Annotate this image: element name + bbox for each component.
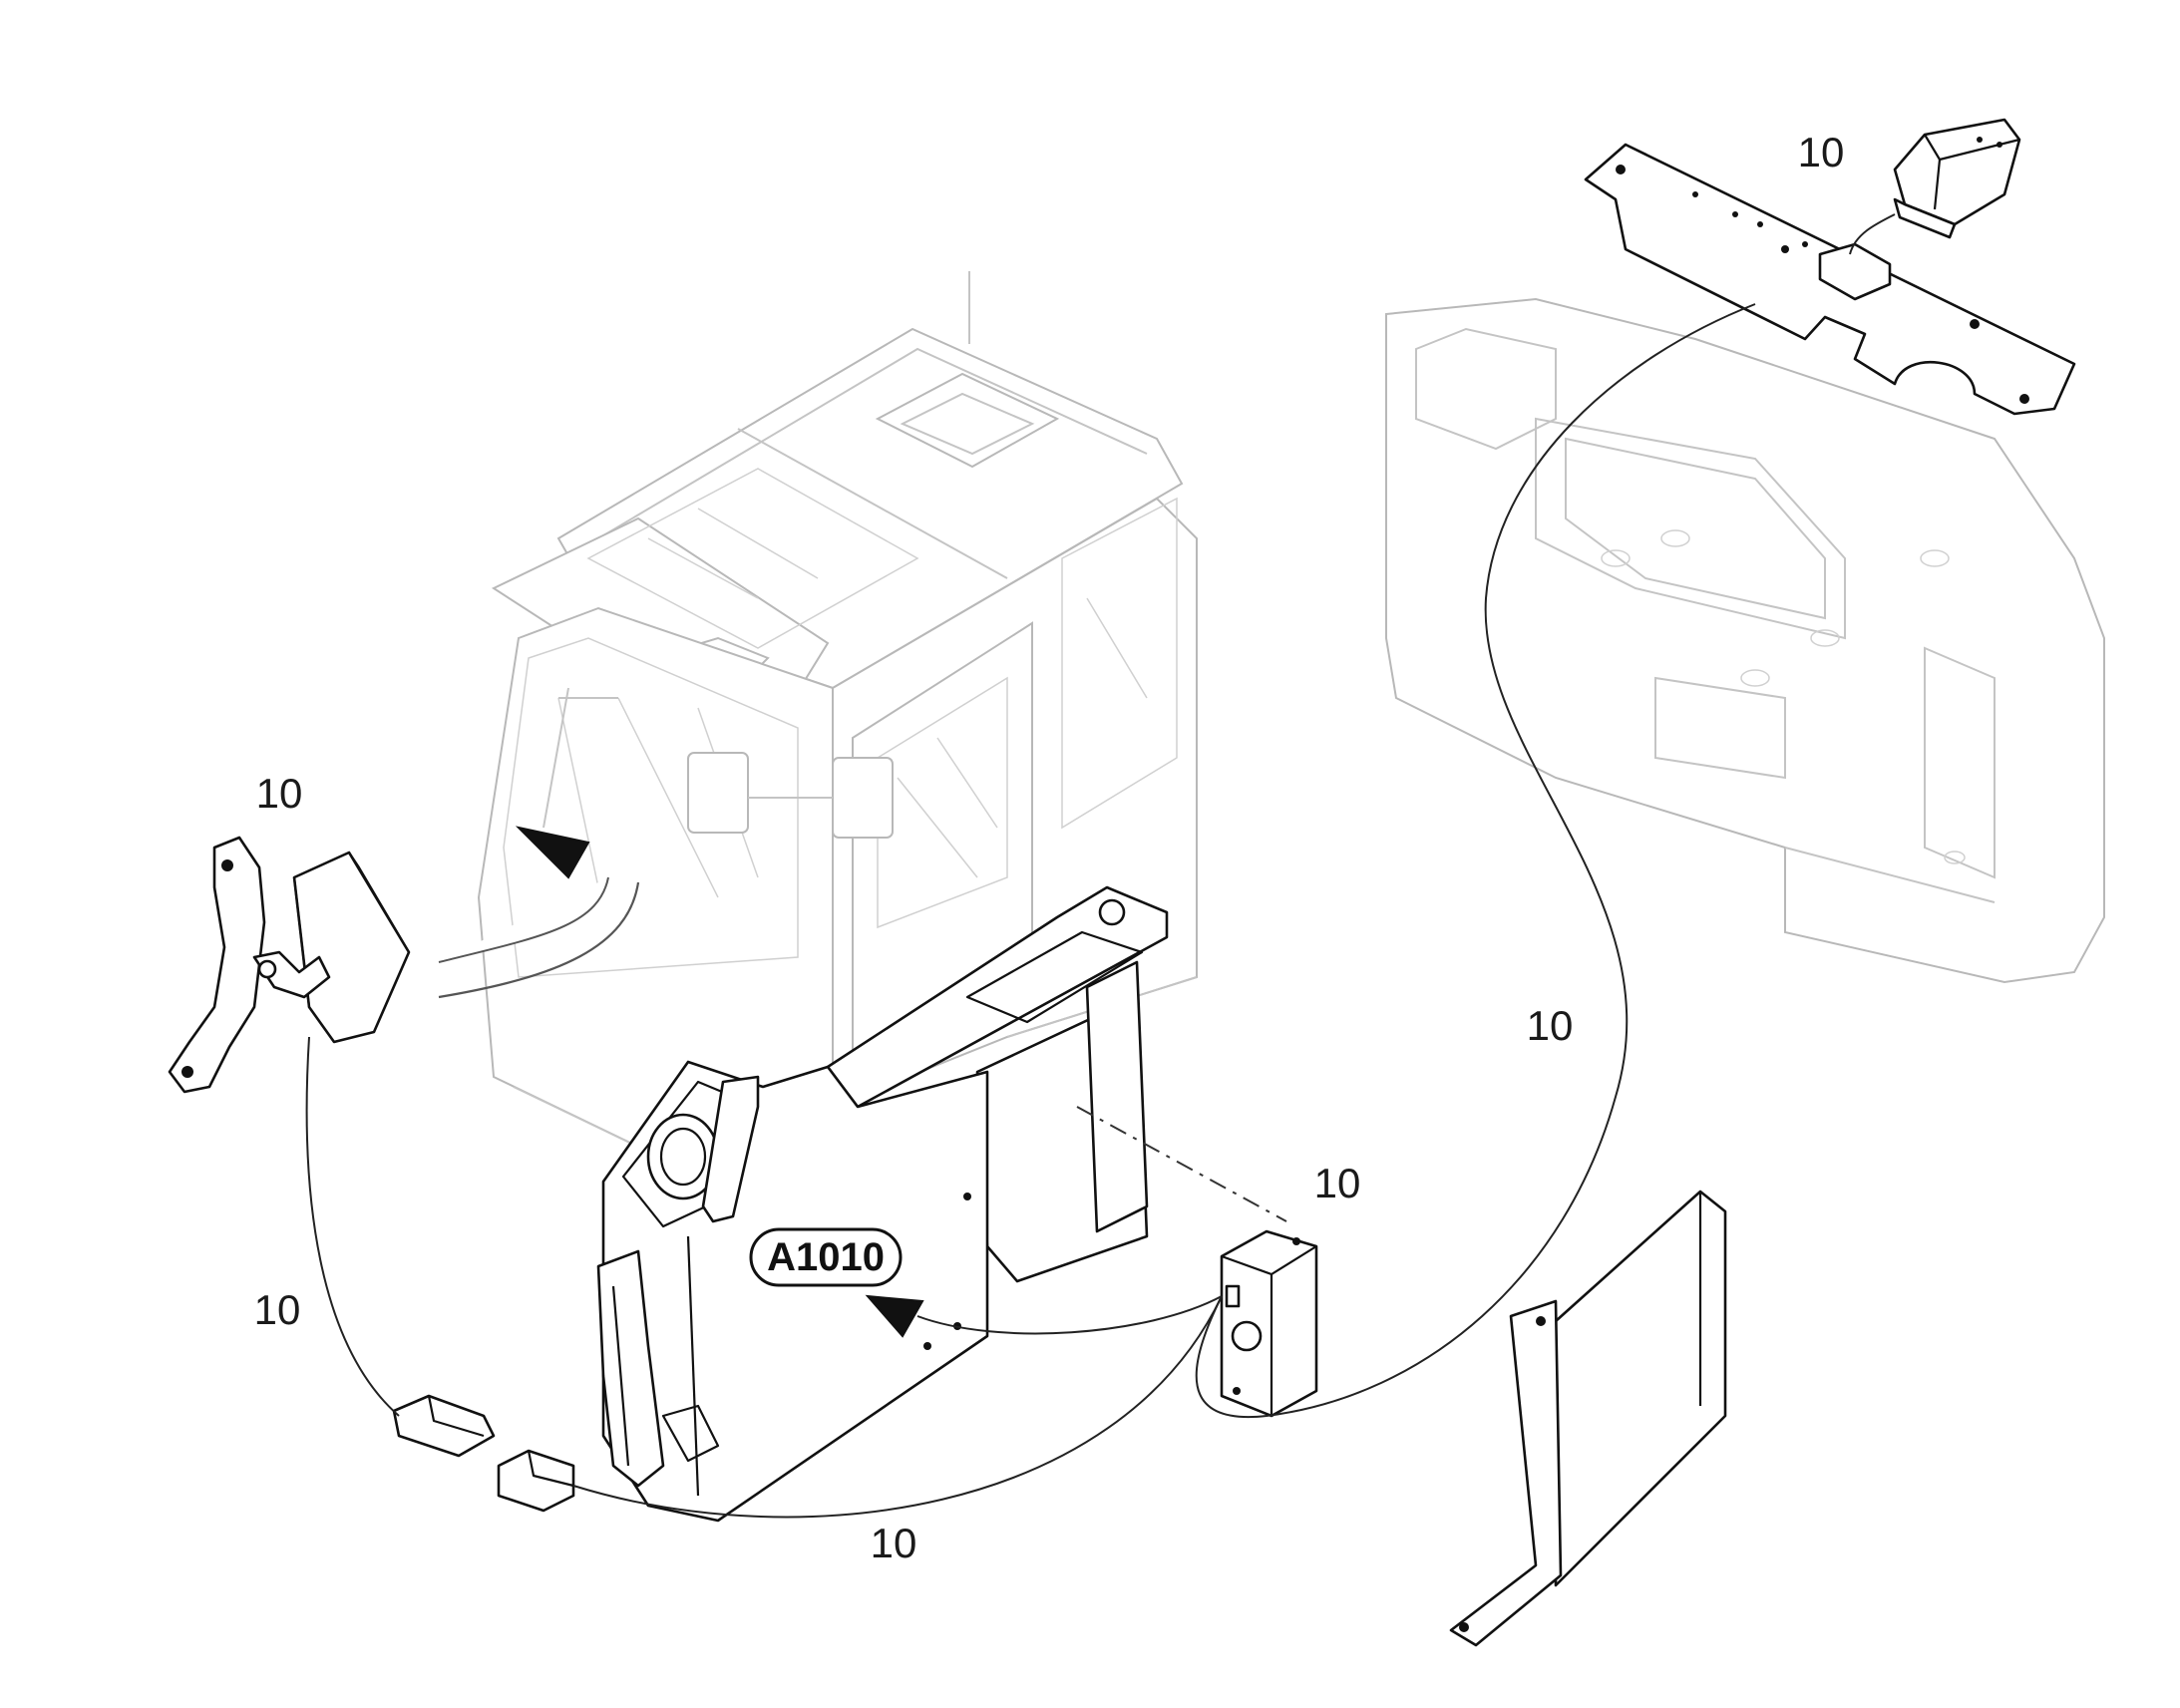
armrest-console — [596, 885, 1169, 1523]
mirror-assembly — [168, 836, 411, 1094]
wiring-harness — [305, 213, 1896, 1519]
arrow-head-icon — [865, 1294, 924, 1338]
bolt-icon — [1970, 319, 1980, 329]
bolt-icon — [1781, 245, 1789, 253]
sensor-module — [1893, 118, 2021, 239]
counterweight — [1385, 297, 2105, 984]
direction-arrow-cab — [438, 826, 640, 999]
arrow-head-icon — [515, 826, 590, 879]
connector-pair — [392, 1394, 575, 1513]
bolt-icon — [1616, 165, 1626, 174]
cover-bracket — [1449, 1190, 1727, 1647]
callout-right-cable: 10 — [1527, 1002, 1574, 1049]
operator-cab — [477, 271, 1198, 1149]
callout-bottom-cable: 10 — [871, 1520, 917, 1566]
leader-line — [1076, 1106, 1287, 1222]
reference-label: A1010 — [767, 1235, 885, 1279]
callout-left-cable: 10 — [254, 1286, 301, 1333]
callout-top-right: 10 — [1798, 129, 1845, 175]
mounting-plate — [1584, 143, 2076, 416]
callout-left-mirror: 10 — [256, 770, 303, 817]
bolt-icon — [2019, 394, 2029, 404]
reference-badge: A1010 — [749, 1227, 903, 1287]
callout-control-unit: 10 — [1314, 1160, 1361, 1206]
control-unit — [1220, 1229, 1318, 1418]
